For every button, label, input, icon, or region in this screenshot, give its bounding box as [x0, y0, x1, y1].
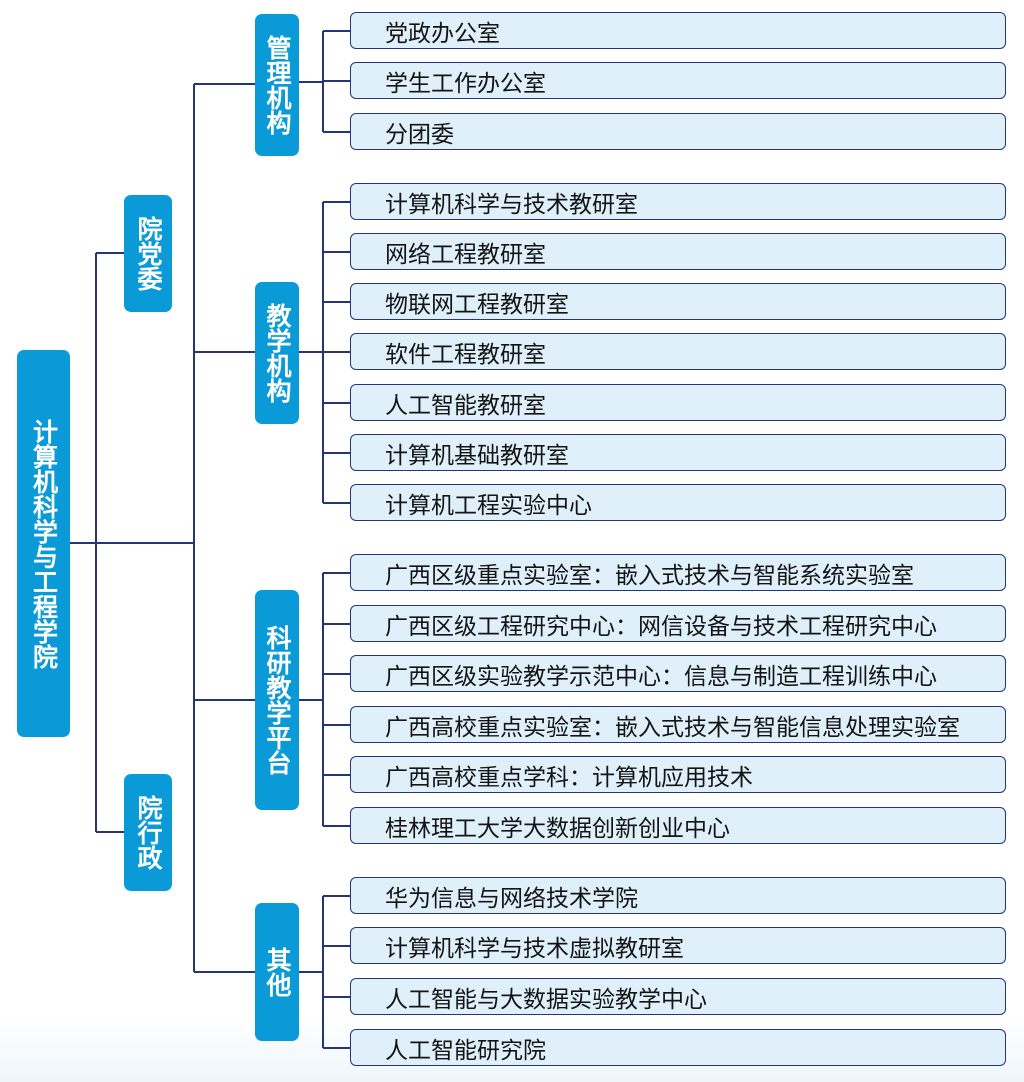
branch-label: 院党委 — [134, 216, 163, 291]
leaf-item: 物联网工程教研室 — [350, 283, 1006, 320]
leaf-item: 人工智能研究院 — [350, 1029, 1006, 1066]
leaf-item: 广西区级重点实验室：嵌入式技术与智能系统实验室 — [350, 554, 1006, 591]
root-label: 计算机科学与工程学院 — [29, 418, 59, 669]
category-teaching: 教学机构 — [255, 282, 299, 424]
leaf-item: 计算机工程实验中心 — [350, 484, 1006, 521]
category-management: 管理机构 — [255, 14, 299, 156]
category-label: 教学机构 — [263, 303, 292, 403]
leaf-item: 人工智能教研室 — [350, 384, 1006, 421]
leaf-item: 广西区级工程研究中心：网信设备与技术工程研究中心 — [350, 605, 1006, 642]
root-node: 计算机科学与工程学院 — [17, 350, 70, 737]
category-label: 其他 — [263, 947, 292, 997]
category-research-platform: 科研教学平台 — [255, 590, 299, 810]
category-label: 管理机构 — [263, 35, 292, 135]
leaf-item: 计算机科学与技术虚拟教研室 — [350, 927, 1006, 964]
leaf-item: 党政办公室 — [350, 12, 1006, 49]
leaf-item: 计算机基础教研室 — [350, 434, 1006, 471]
leaf-item: 分团委 — [350, 113, 1006, 150]
leaf-item: 计算机科学与技术教研室 — [350, 183, 1006, 220]
leaf-item: 软件工程教研室 — [350, 333, 1006, 370]
category-label: 科研教学平台 — [263, 625, 292, 775]
leaf-item: 广西高校重点实验室：嵌入式技术与智能信息处理实验室 — [350, 706, 1006, 743]
leaf-item: 广西高校重点学科：计算机应用技术 — [350, 756, 1006, 793]
branch-label: 院行政 — [134, 795, 163, 870]
leaf-item: 学生工作办公室 — [350, 62, 1006, 99]
leaf-item: 网络工程教研室 — [350, 233, 1006, 270]
branch-party-committee: 院党委 — [124, 195, 172, 312]
branch-administration: 院行政 — [124, 774, 172, 891]
leaf-item: 广西区级实验教学示范中心：信息与制造工程训练中心 — [350, 655, 1006, 692]
leaf-item: 人工智能与大数据实验教学中心 — [350, 978, 1006, 1015]
category-other: 其他 — [255, 903, 299, 1041]
leaf-item: 华为信息与网络技术学院 — [350, 877, 1006, 914]
leaf-item: 桂林理工大学大数据创新创业中心 — [350, 807, 1006, 844]
